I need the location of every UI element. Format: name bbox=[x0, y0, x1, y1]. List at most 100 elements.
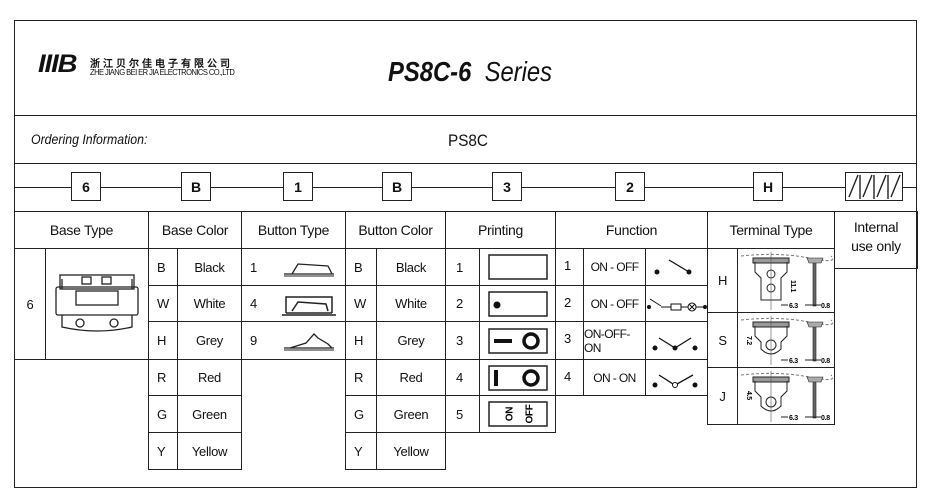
terminal-width-dim: 6.3 bbox=[789, 358, 798, 365]
terminal-diagram: 7.2 6.3 0.8 bbox=[737, 312, 835, 368]
spdt-center-off-switch-icon bbox=[652, 336, 697, 350]
rocker-switch-front-icon bbox=[55, 274, 139, 332]
code-box-0: 6 bbox=[71, 172, 101, 201]
terminal-thickness-dim: 0.8 bbox=[821, 358, 830, 365]
column-header-base-type: Base Type bbox=[14, 211, 149, 249]
function-diagram bbox=[645, 248, 708, 286]
button-color-code: Y bbox=[345, 432, 377, 470]
button-color-code: H bbox=[345, 321, 377, 360]
base-color-code: W bbox=[148, 285, 178, 322]
hatch-icon bbox=[848, 174, 901, 199]
terminal-thickness-dim: 0.8 bbox=[821, 303, 830, 310]
code-box-2: 1 bbox=[283, 172, 313, 201]
base-color-code: R bbox=[148, 359, 178, 396]
terminal-length-dim: 11.1 bbox=[789, 280, 796, 292]
column-header-printing: Printing bbox=[445, 211, 556, 249]
ordering-label: Ordering Information: bbox=[31, 131, 148, 147]
base-color-code: Y bbox=[148, 432, 178, 470]
terminal-diagram: 4.5 6.3 0.8 bbox=[737, 367, 835, 425]
column-header-internal: Internal use only bbox=[834, 211, 918, 269]
raised-rocker-icon bbox=[284, 332, 334, 350]
ordering-model: PS8C bbox=[448, 131, 488, 150]
button-type-code: 1 bbox=[241, 248, 274, 286]
printing-on-text: ON bbox=[504, 407, 515, 421]
company-name-cn: 浙江贝尔佳电子有限公司 bbox=[90, 59, 233, 70]
base-color-name: Yellow bbox=[177, 432, 242, 470]
button-type-image bbox=[273, 321, 346, 360]
code-box-5: 2 bbox=[615, 172, 645, 201]
printing-dash-circle-icon bbox=[487, 327, 548, 354]
terminal-length-dim: 7.2 bbox=[745, 336, 752, 345]
base-color-name: Green bbox=[177, 395, 242, 433]
printing-image bbox=[479, 248, 556, 286]
code-line bbox=[14, 187, 917, 188]
spst-switch-icon bbox=[654, 259, 691, 275]
column-header-base-color: Base Color bbox=[148, 211, 242, 249]
button-color-name: Green bbox=[376, 395, 446, 433]
button-color-name: Black bbox=[376, 248, 446, 286]
function-code: 4 bbox=[555, 359, 584, 396]
button-type-code: 4 bbox=[241, 285, 274, 322]
spdt-switch-icon bbox=[652, 373, 697, 388]
button-type-image bbox=[273, 248, 346, 286]
terminal-width-dim: 6.3 bbox=[789, 303, 798, 310]
base-color-name: Red bbox=[177, 359, 242, 396]
printing-image bbox=[479, 321, 556, 360]
printing-blank-icon bbox=[487, 254, 548, 280]
divider bbox=[14, 115, 917, 116]
function-diagram bbox=[645, 321, 708, 360]
terminal-h-icon: 11.1 6.3 0.8 bbox=[740, 251, 833, 310]
function-code: 1 bbox=[555, 248, 584, 286]
base-color-name: Grey bbox=[177, 321, 242, 360]
base-type-image bbox=[45, 248, 149, 360]
function-diagram bbox=[645, 285, 708, 322]
guarded-rocker-icon bbox=[282, 295, 336, 316]
column-header-terminal-type: Terminal Type bbox=[707, 211, 835, 249]
button-type-code: 9 bbox=[241, 321, 274, 360]
base-color-code: H bbox=[148, 321, 178, 360]
function-label: ON - ON bbox=[583, 359, 646, 396]
terminal-code: H bbox=[707, 248, 738, 313]
printing-image bbox=[479, 359, 556, 396]
base-color-name: Black bbox=[177, 248, 242, 286]
printing-bar-circle-icon bbox=[487, 364, 548, 391]
logo-text: IIIB bbox=[38, 50, 77, 78]
terminal-width-dim: 6.3 bbox=[789, 415, 798, 422]
code-box-4: 3 bbox=[492, 172, 522, 201]
button-color-name: Grey bbox=[376, 321, 446, 360]
company-logo: IIIB bbox=[38, 50, 77, 78]
printing-code: 5 bbox=[445, 395, 480, 433]
function-code: 2 bbox=[555, 285, 584, 322]
function-label: ON - OFF bbox=[583, 285, 646, 322]
spst-lamp-switch-icon bbox=[646, 298, 707, 311]
base-color-code: B bbox=[148, 248, 178, 286]
base-type-code: 6 bbox=[14, 248, 46, 360]
terminal-code: S bbox=[707, 312, 738, 368]
button-color-name: Yellow bbox=[376, 432, 446, 470]
button-color-code: W bbox=[345, 285, 377, 322]
button-color-name: Red bbox=[376, 359, 446, 396]
function-code: 3 bbox=[555, 321, 584, 360]
code-box-1: B bbox=[181, 172, 211, 201]
code-box-3: B bbox=[382, 172, 412, 201]
printing-code: 2 bbox=[445, 285, 480, 322]
printing-code: 1 bbox=[445, 248, 480, 286]
base-color-name: White bbox=[177, 285, 242, 322]
model-number: PS8C-6 bbox=[388, 56, 472, 87]
printing-code: 3 bbox=[445, 321, 480, 360]
terminal-length-dim: 4.5 bbox=[745, 391, 752, 400]
flat-rocker-icon bbox=[284, 263, 334, 277]
column-header-button-type: Button Type bbox=[241, 211, 346, 249]
button-color-name: White bbox=[376, 285, 446, 322]
button-type-image bbox=[273, 285, 346, 322]
terminal-s-icon: 7.2 6.3 0.8 bbox=[740, 315, 833, 365]
terminal-j-icon: 4.5 6.3 0.8 bbox=[740, 370, 833, 422]
printing-dot-icon bbox=[487, 290, 548, 317]
printing-code: 4 bbox=[445, 359, 480, 396]
code-box-6: H bbox=[753, 172, 783, 201]
function-diagram bbox=[645, 359, 708, 396]
internal-code-box bbox=[845, 172, 903, 201]
base-color-code: G bbox=[148, 395, 178, 433]
